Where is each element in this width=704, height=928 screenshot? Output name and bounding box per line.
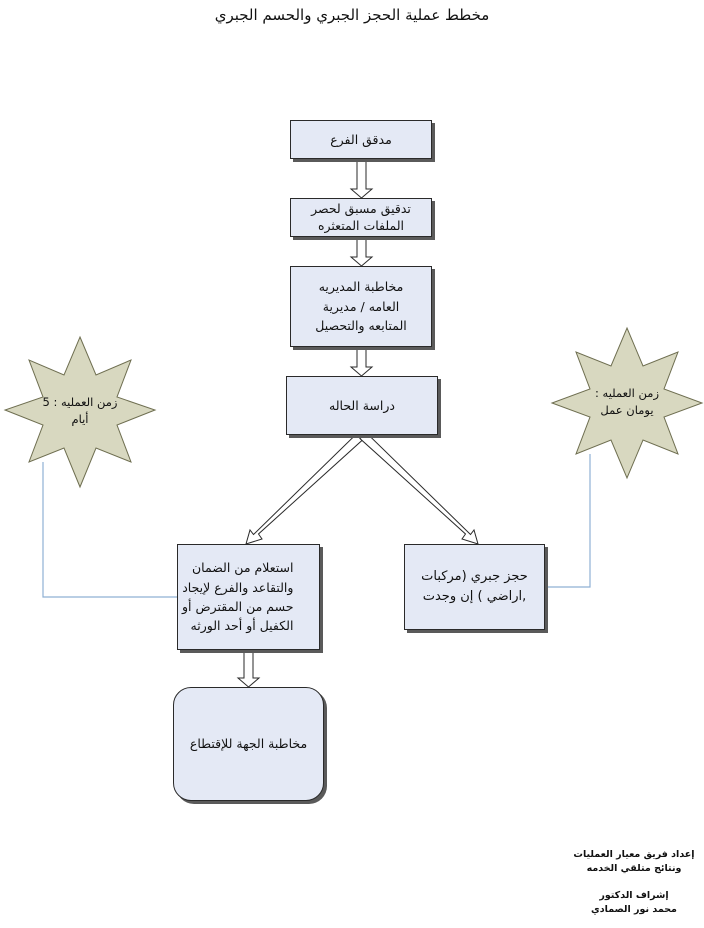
arrow-auditor-to-preaudit [349,158,374,199]
credits-line-2: ونتائج متلقي الخدمه [586,863,682,875]
node-letter-directorate: مخاطبة المديريه العامه / مديرية المتابعه… [290,266,432,347]
credits-line-3: إشراف الدكتور [599,889,669,901]
credits-line-4: محمد نور الصمادي [591,903,677,915]
node-case-study: دراسة الحاله [286,376,438,435]
node-inquiry: استعلام من الضمان والتقاعد والفرع لإيجاد… [177,544,320,650]
left-star-connector [42,462,205,598]
credits-line-1: إعداد فريق معيار العمليات [573,849,695,860]
credits-block: إعداد فريق معيار العمليات ونتائج متلقي ا… [566,848,702,917]
right-star-label: زمن العمليه : يومان عمل [595,386,659,417]
right-star-connector [544,454,591,588]
node-branch-auditor: مدقق الفرع [290,120,432,159]
page-title: مخطط عملية الحجز الجبري والحسم الجبري [214,6,490,24]
arrow-casestudy-to-inquiry [245,432,365,545]
arrow-directorate-to-casestudy [349,346,374,377]
arrow-casestudy-to-seizure [359,432,479,545]
left-time-star [3,335,157,489]
node-seizure: حجز جبري (مركبات ,اراضي ) إن وجدت [404,544,545,630]
node-pre-audit: تدقيق مسبق لحصر الملفات المتعثره [290,198,432,237]
right-time-star [550,326,704,480]
arrow-preaudit-to-directorate [349,236,374,267]
arrow-inquiry-to-entity [236,649,261,688]
left-star-label: زمن العمليه : 5 أيام [42,395,118,426]
node-letter-entity: مخاطبة الجهة للإقتطاع [173,687,324,801]
